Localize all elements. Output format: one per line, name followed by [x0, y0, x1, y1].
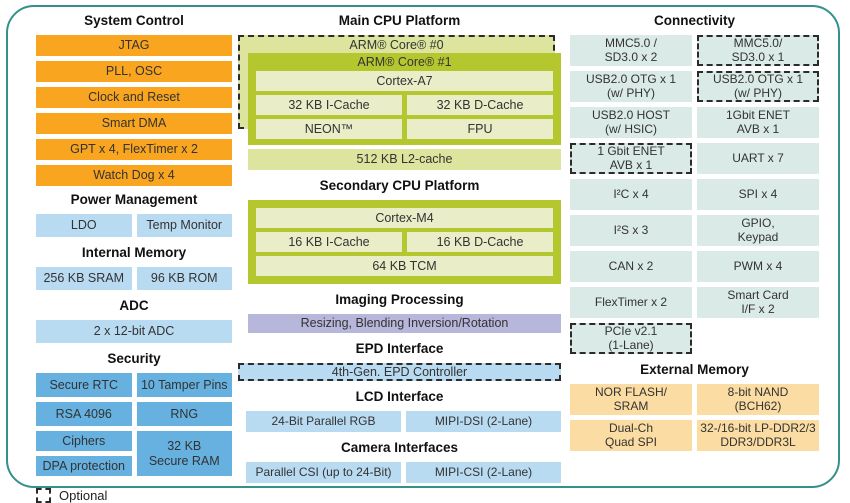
block-clock-reset: Clock and Reset [36, 87, 232, 108]
block-fpu: FPU [407, 119, 553, 139]
internal-memory-blocks: 256 KB SRAM 96 KB ROM [36, 267, 232, 290]
section-title-external-memory: External Memory [640, 362, 749, 377]
optional-legend-label: Optional [59, 488, 108, 503]
block-secure-ram: 32 KB Secure RAM [136, 431, 232, 476]
section-title-main-cpu: Main CPU Platform [338, 13, 461, 28]
arm-core0-label: ARM® Core® #0 [349, 38, 444, 52]
block-mmc-sd-x2: MMC5.0 / SD3.0 x 2 [570, 35, 692, 66]
block-gbit-enet: 1Gbit ENET AVB x 1 [697, 107, 819, 138]
block-rng: RNG [136, 402, 232, 426]
left-column: System Control JTAG PLL, OSC Clock and R… [36, 12, 232, 503]
block-rom: 96 KB ROM [136, 267, 232, 290]
section-title-power-management: Power Management [70, 192, 198, 207]
block-tcm: 64 KB TCM [256, 256, 553, 276]
section-title-epd: EPD Interface [355, 341, 444, 356]
block-adc: 2 x 12-bit ADC [36, 320, 232, 343]
optional-legend: Optional [36, 488, 232, 503]
block-m4-icache: 16 KB I-Cache [256, 232, 402, 252]
block-i2c: I²C x 4 [570, 179, 692, 210]
section-title-adc: ADC [119, 298, 149, 313]
block-gpio-keypad: GPIO, Keypad [697, 215, 819, 246]
section-title-internal-memory: Internal Memory [81, 245, 187, 260]
diagram-border-frame [6, 5, 840, 488]
block-sram: 256 KB SRAM [36, 267, 132, 290]
block-ddr: 32-/16-bit LP-DDR2/3 DDR3/DDR3L [697, 420, 819, 451]
block-watchdog: Watch Dog x 4 [36, 165, 232, 186]
block-nor-flash: NOR FLASH/ SRAM [570, 384, 692, 415]
block-uart: UART x 7 [697, 143, 819, 174]
block-gpt-flextimer: GPT x 4, FlexTimer x 2 [36, 139, 232, 160]
block-cortex-a7: Cortex-A7 [256, 71, 553, 91]
power-management-blocks: LDO Temp Monitor [36, 214, 232, 237]
main-cpu-stack: ARM® Core® #0 ARM® Core® #1 Cortex-A7 32… [238, 35, 561, 145]
lcd-interface-blocks: 24-Bit Parallel RGB MIPI-DSI (2-Lane) [246, 411, 561, 432]
block-flextimer: FlexTimer x 2 [570, 287, 692, 318]
block-quad-spi: Dual-Ch Quad SPI [570, 420, 692, 451]
block-a7-dcache: 32 KB D-Cache [407, 95, 553, 115]
section-title-security: Security [107, 351, 161, 366]
block-i2s: I²S x 3 [570, 215, 692, 246]
block-secure-rtc: Secure RTC [36, 373, 132, 397]
block-parallel-csi: Parallel CSI (up to 24-Bit) [246, 462, 401, 483]
camera-interface-blocks: Parallel CSI (up to 24-Bit) MIPI-CSI (2-… [246, 462, 561, 483]
block-a7-icache: 32 KB I-Cache [256, 95, 402, 115]
section-title-lcd: LCD Interface [355, 389, 444, 404]
block-usb-host: USB2.0 HOST (w/ HSIC) [570, 107, 692, 138]
block-nand: 8-bit NAND (BCH62) [697, 384, 819, 415]
block-epd-controller: 4th-Gen. EPD Controller [238, 363, 561, 381]
block-tamper-pins: 10 Tamper Pins [136, 373, 232, 397]
block-pll-osc: PLL, OSC [36, 61, 232, 82]
block-mipi-dsi: MIPI-DSI (2-Lane) [406, 411, 561, 432]
secondary-cpu-block: Cortex-M4 16 KB I-Cache 16 KB D-Cache 64… [248, 200, 561, 284]
block-can: CAN x 2 [570, 251, 692, 282]
block-dpa-protection: DPA protection [36, 456, 132, 476]
block-gbit-enet-optional: 1 Gbit ENET AVB x 1 [570, 143, 692, 174]
block-m4-dcache: 16 KB D-Cache [407, 232, 553, 252]
section-title-secondary-cpu: Secondary CPU Platform [319, 178, 480, 193]
middle-column: Main CPU Platform ARM® Core® #0 ARM® Cor… [238, 12, 561, 483]
block-cortex-m4: Cortex-M4 [256, 208, 553, 228]
block-arm-core-1: ARM® Core® #1 Cortex-A7 32 KB I-Cache 32… [248, 53, 561, 145]
section-title-connectivity: Connectivity [653, 13, 735, 28]
right-column: Connectivity MMC5.0 / SD3.0 x 2 MMC5.0/ … [570, 12, 819, 451]
section-title-system-control: System Control [84, 13, 184, 28]
block-mmc-sd-x1-optional: MMC5.0/ SD3.0 x 1 [697, 35, 819, 66]
arm-core1-label: ARM® Core® #1 [357, 55, 452, 69]
block-jtag: JTAG [36, 35, 232, 56]
block-temp-monitor: Temp Monitor [136, 214, 232, 237]
block-neon: NEON™ [256, 119, 402, 139]
external-memory-blocks: NOR FLASH/ SRAM 8-bit NAND (BCH62) Dual-… [570, 384, 819, 451]
optional-dashed-swatch-icon [36, 488, 51, 503]
block-spi: SPI x 4 [697, 179, 819, 210]
block-mipi-csi: MIPI-CSI (2-Lane) [406, 462, 561, 483]
block-pwm: PWM x 4 [697, 251, 819, 282]
security-blocks: Secure RTC 10 Tamper Pins RSA 4096 RNG C… [36, 373, 232, 476]
block-imaging-processing: Resizing, Blending Inversion/Rotation [248, 314, 561, 333]
block-smart-dma: Smart DMA [36, 113, 232, 134]
block-smart-card: Smart Card I/F x 2 [697, 287, 819, 318]
block-parallel-rgb: 24-Bit Parallel RGB [246, 411, 401, 432]
block-ldo: LDO [36, 214, 132, 237]
block-usb-otg: USB2.0 OTG x 1 (w/ PHY) [570, 71, 692, 102]
section-title-camera: Camera Interfaces [340, 440, 459, 455]
block-pcie-optional: PCIe v2.1 (1-Lane) [570, 323, 692, 354]
block-ciphers: Ciphers [36, 431, 132, 451]
block-l2-cache: 512 KB L2-cache [248, 149, 561, 170]
connectivity-blocks: MMC5.0 / SD3.0 x 2 MMC5.0/ SD3.0 x 1 USB… [570, 35, 819, 354]
system-control-blocks: JTAG PLL, OSC Clock and Reset Smart DMA … [36, 35, 232, 186]
block-rsa: RSA 4096 [36, 402, 132, 426]
section-title-imaging: Imaging Processing [335, 292, 464, 307]
block-usb-otg-optional: USB2.0 OTG x 1 (w/ PHY) [697, 71, 819, 102]
